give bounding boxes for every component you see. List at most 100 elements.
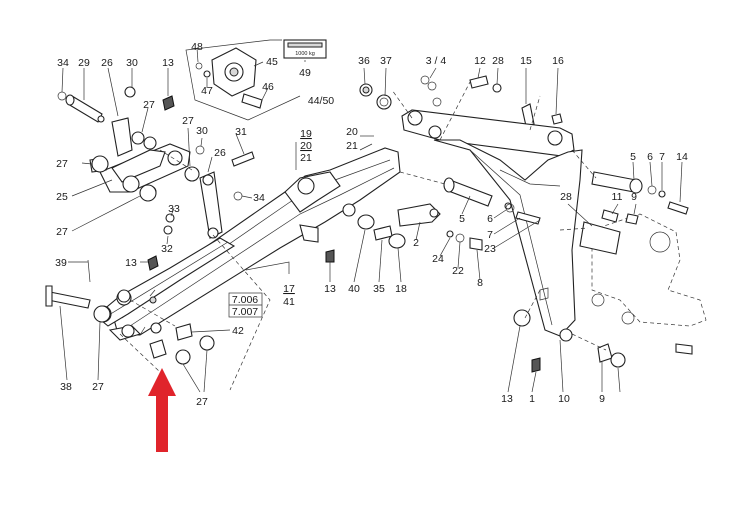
callout-30: 30 xyxy=(126,57,138,69)
callout-13: 13 xyxy=(162,57,174,69)
shim-left xyxy=(149,339,167,359)
callout-48: 48 xyxy=(191,41,203,53)
red-arrow-indicator xyxy=(148,368,176,452)
bushings-27-left xyxy=(91,136,215,365)
callout-14: 28 xyxy=(560,191,572,203)
callout-27-mid: 27 xyxy=(182,115,194,127)
boom-mount-frame xyxy=(401,109,583,342)
callout-28: 28 xyxy=(492,55,504,67)
weight-plate: 1000 kg xyxy=(283,39,327,59)
callout-5: 6 xyxy=(487,213,493,225)
pin-8 xyxy=(591,171,689,215)
washer-24 xyxy=(455,233,465,243)
weight-plate-label: 1000 kg xyxy=(295,51,315,57)
callout-40: 35 xyxy=(373,283,385,295)
callout-33: 33 xyxy=(168,203,180,215)
callout-1: 10 xyxy=(558,393,570,405)
callout-21-right: 21 xyxy=(346,140,358,152)
callout-9: 13 xyxy=(501,393,513,405)
link-26 xyxy=(199,171,223,239)
callout-18: 2 xyxy=(413,237,419,249)
pin-2 xyxy=(443,177,512,210)
callout-44-50: 44/50 xyxy=(308,95,334,107)
callout-7: 23 xyxy=(484,243,496,255)
callout-37: 37 xyxy=(380,55,392,67)
washer-30-top xyxy=(124,86,136,98)
callout-38: 38 xyxy=(60,381,72,393)
leader-lines xyxy=(59,47,683,393)
pin-29 xyxy=(65,94,105,123)
bolt-7-mid xyxy=(515,211,541,225)
callout-8: 5 xyxy=(630,151,636,163)
lifting-hook xyxy=(195,47,263,109)
callout-17: 17 xyxy=(283,283,295,295)
bolt-31 xyxy=(231,151,255,167)
lower-right-parts xyxy=(513,309,626,373)
callout-19: 19 xyxy=(300,128,312,140)
bushing-27-mid xyxy=(184,166,200,182)
hook-leader-2 xyxy=(247,95,301,121)
callout-45: 45 xyxy=(266,56,278,68)
callout-28-right: 11 xyxy=(612,191,623,203)
washer-34-top xyxy=(57,91,67,101)
grease-nipple-13-left xyxy=(147,255,159,271)
bolt-22 xyxy=(469,237,483,251)
callout-21: 21 xyxy=(300,152,312,164)
callout-29: 29 xyxy=(78,57,90,69)
callout-23: 24 xyxy=(432,253,444,265)
callout-41: 41 xyxy=(283,296,295,308)
callout-27-bottom: 27 xyxy=(196,396,208,408)
callout-35-b: 18 xyxy=(395,283,407,295)
shim-42 xyxy=(175,323,193,341)
callout-5-right: 6 xyxy=(647,151,653,163)
grease-32 xyxy=(163,225,173,235)
callout-20: 20 xyxy=(300,140,312,152)
callout-46: 46 xyxy=(262,81,274,93)
callout-22: 8 xyxy=(477,277,483,289)
callout-15: 15 xyxy=(520,55,532,67)
callout-11: 9 xyxy=(631,191,637,203)
callout-26-mid: 26 xyxy=(214,147,226,159)
middle-pins xyxy=(325,203,441,263)
callout-27-left: 27 xyxy=(56,158,68,170)
callout-31: 31 xyxy=(235,126,247,138)
callout-34: 34 xyxy=(57,57,69,69)
callout-36: 36 xyxy=(358,55,370,67)
callout-13-left: 13 xyxy=(125,257,137,269)
pin-38 xyxy=(45,259,91,309)
callout-27-bottom-left: 27 xyxy=(92,381,104,393)
callout-6: 7 xyxy=(487,229,493,241)
boom-arm xyxy=(111,147,401,336)
callout-7-right: 14 xyxy=(676,151,688,163)
callout-2: 5 xyxy=(459,213,465,225)
callout-39: 39 xyxy=(55,257,67,269)
callout-25: 25 xyxy=(56,191,68,203)
callout-16: 16 xyxy=(552,55,564,67)
callout-49: 49 xyxy=(299,67,311,79)
callout-24: 22 xyxy=(452,265,464,277)
nut-23 xyxy=(446,230,454,238)
callout-labels: 34 29 26 30 13 27 48 45 47 46 44/50 49 3… xyxy=(55,41,688,408)
ref-7006: 7.006 xyxy=(232,294,258,306)
top-center-parts xyxy=(359,75,563,127)
swing-bracket xyxy=(579,209,707,355)
washer-30-mid xyxy=(195,145,205,155)
callout-47: 47 xyxy=(201,85,213,97)
callout-20-right: 20 xyxy=(346,126,358,138)
callout-34-mid: 34 xyxy=(253,192,265,204)
nut-33 xyxy=(165,213,175,223)
ref-7007: 7.007 xyxy=(232,306,258,318)
callout-6-right: 7 xyxy=(659,151,665,163)
callout-13-bottom: 1 xyxy=(529,393,535,405)
callout-30-mid: 30 xyxy=(196,125,208,137)
washer-5-mid xyxy=(505,203,515,213)
grease-nipple-13-top xyxy=(162,95,175,111)
callout-32: 32 xyxy=(161,243,173,255)
hook-leader xyxy=(185,39,282,121)
callout-27-lower: 27 xyxy=(56,226,68,238)
callout-10: 9 xyxy=(599,393,605,405)
callout-12: 12 xyxy=(474,55,486,67)
callout-3-4: 3 / 4 xyxy=(426,55,447,67)
